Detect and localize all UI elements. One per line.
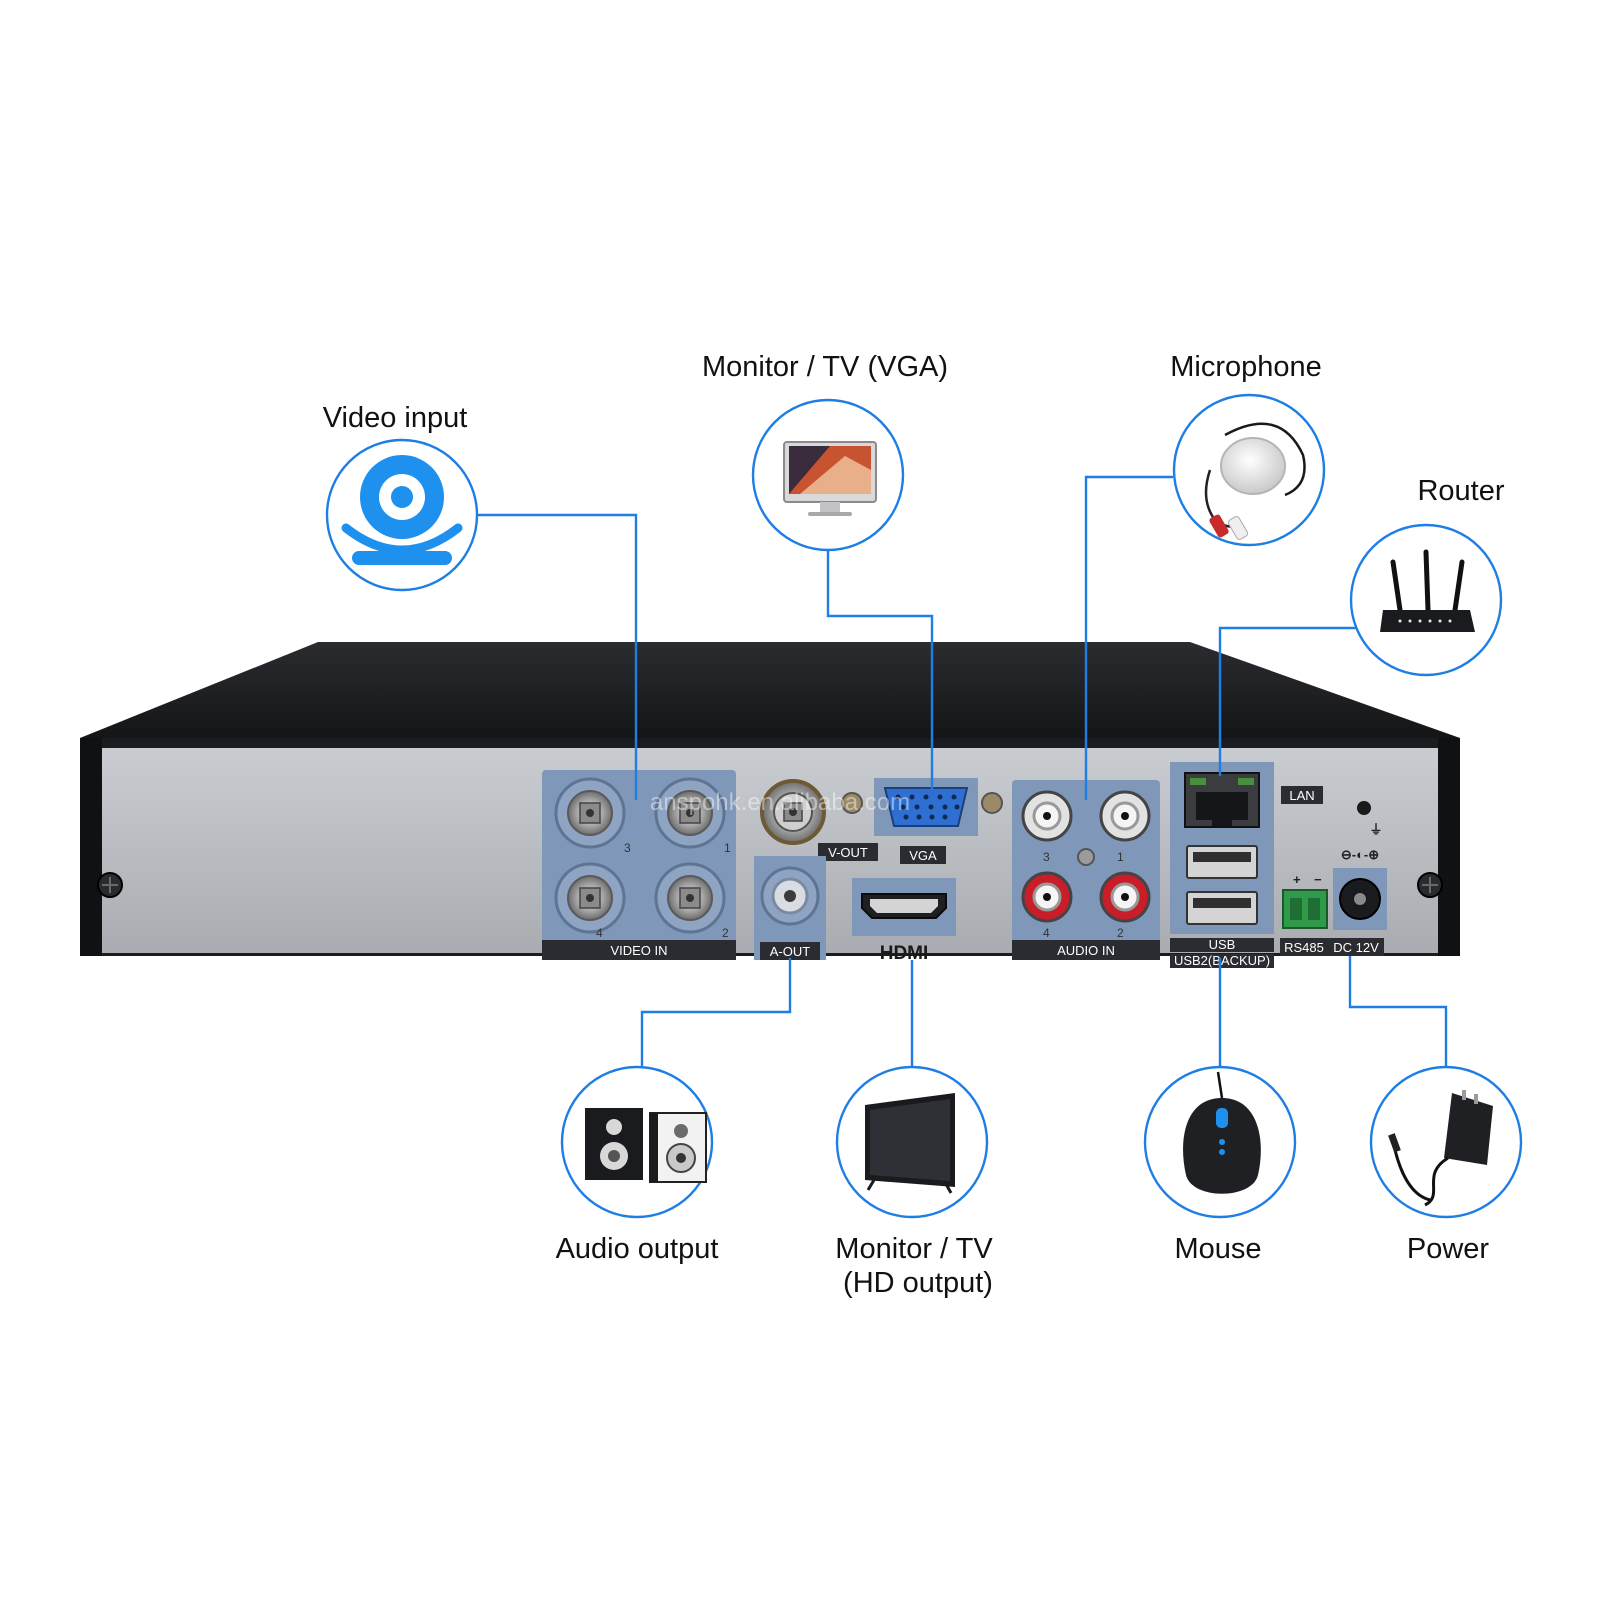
line-audio-output bbox=[640, 958, 792, 1066]
vga-label-bar bbox=[900, 846, 946, 864]
dc-label: DC 12V bbox=[1333, 940, 1379, 955]
monitor-hd-label-2: (HD output) bbox=[843, 1267, 993, 1299]
video-port-number: 4 bbox=[596, 926, 603, 940]
video-in-label-bar bbox=[542, 940, 736, 960]
audio-output-label: Audio output bbox=[556, 1233, 719, 1265]
rs485-plus-label: + bbox=[1293, 872, 1301, 887]
dc-power-port: ⊖-◐-⊕ DC 12V bbox=[1328, 847, 1387, 956]
watermark: anspohk.en.alibaba.com bbox=[650, 789, 910, 816]
router-device: Router bbox=[1349, 475, 1505, 677]
monitor-hd-label-1: Monitor / TV bbox=[835, 1233, 993, 1265]
usb-port-bottom bbox=[1186, 891, 1258, 925]
video-input-label: Video input bbox=[323, 402, 468, 434]
monitor-vga-label: Monitor / TV (VGA) bbox=[702, 351, 948, 383]
v-out-label-bar bbox=[818, 843, 878, 861]
usb2-label-bar bbox=[1170, 954, 1274, 968]
usb2-label: USB2(BACKUP) bbox=[1174, 953, 1270, 968]
bnc-port-1 bbox=[654, 777, 726, 849]
bnc-port-3 bbox=[554, 777, 626, 849]
mouse-label: Mouse bbox=[1174, 1233, 1261, 1265]
lan-label-bar bbox=[1281, 786, 1323, 804]
power-label: Power bbox=[1407, 1233, 1490, 1265]
connector-lines bbox=[478, 475, 1448, 1068]
usb1-label-bar bbox=[1170, 938, 1274, 952]
v-out-port: V-OUT bbox=[760, 779, 878, 861]
audio-in-ports: AUDIO IN 3 1 4 2 bbox=[1012, 780, 1160, 960]
vga-label: VGA bbox=[909, 848, 937, 863]
audio-in-label: AUDIO IN bbox=[1057, 943, 1115, 958]
vga-screw-left-icon bbox=[841, 792, 863, 814]
ground-screw-icon bbox=[1357, 801, 1371, 815]
ground-terminal: ⏚ bbox=[1357, 801, 1383, 837]
desktop-monitor-icon bbox=[783, 441, 877, 516]
rca-port-1 bbox=[1099, 790, 1151, 842]
dc-label-bar bbox=[1328, 938, 1384, 956]
audio-in-label-bar bbox=[1012, 940, 1160, 960]
left-screw-slot-icon bbox=[102, 877, 118, 893]
monitor-hd-device: Monitor / TV (HD output) bbox=[835, 1065, 993, 1299]
usb1-label: USB bbox=[1209, 937, 1236, 952]
line-power bbox=[1348, 956, 1448, 1068]
power-device: Power bbox=[1369, 1065, 1523, 1265]
audio-port-number: 3 bbox=[1043, 850, 1050, 864]
left-ear bbox=[80, 738, 102, 956]
video-port-number: 2 bbox=[722, 926, 729, 940]
microphone-label: Microphone bbox=[1170, 351, 1322, 383]
vga-port: VGA bbox=[841, 778, 1003, 864]
lan-label: LAN bbox=[1289, 788, 1314, 803]
rs485-label: RS485 bbox=[1284, 940, 1324, 955]
speakers-icon bbox=[585, 1108, 707, 1183]
mouse-icon bbox=[1183, 1071, 1261, 1194]
lan-port bbox=[1184, 772, 1260, 828]
rca-port-2 bbox=[1099, 871, 1151, 923]
camera-icon bbox=[341, 455, 463, 565]
tv-icon bbox=[865, 1093, 955, 1194]
video-in-ports: VIDEO IN 3 1 4 2 bbox=[542, 770, 736, 960]
v-out-label: V-OUT bbox=[828, 845, 868, 860]
usb-port-top bbox=[1186, 845, 1258, 879]
rca-port-3 bbox=[1021, 790, 1073, 842]
audio-port-number: 2 bbox=[1117, 926, 1124, 940]
router-icon bbox=[1380, 549, 1475, 632]
line-microphone bbox=[1084, 475, 1173, 800]
chassis-top bbox=[80, 642, 1460, 738]
bnc-port-4 bbox=[554, 862, 626, 934]
line-video-input bbox=[478, 513, 638, 800]
rs485-minus-label: − bbox=[1314, 872, 1322, 887]
bnc-port-2 bbox=[654, 862, 726, 934]
mouse-device: Mouse bbox=[1143, 1065, 1297, 1265]
line-monitor-vga bbox=[826, 550, 934, 790]
video-port-number: 3 bbox=[624, 841, 631, 855]
video-in-label: VIDEO IN bbox=[610, 943, 667, 958]
hdmi-port: HDMI bbox=[852, 878, 956, 964]
rca-port-4 bbox=[1021, 871, 1073, 923]
polarity-symbol-icon: ⊖-◐-⊕ bbox=[1341, 847, 1379, 862]
microphone-icon bbox=[1204, 422, 1306, 540]
audio-port-number: 1 bbox=[1117, 850, 1124, 864]
vga-screw-right-icon bbox=[981, 792, 1003, 814]
a-out-label: A-OUT bbox=[770, 944, 811, 959]
monitor-vga-device: Monitor / TV (VGA) bbox=[702, 351, 948, 552]
rs485-label-bar bbox=[1280, 938, 1328, 956]
right-screw-slot-icon bbox=[1422, 877, 1438, 893]
microphone-device: Microphone bbox=[1170, 351, 1326, 547]
line-router bbox=[1218, 626, 1360, 776]
router-label: Router bbox=[1417, 475, 1504, 507]
hdmi-logo-text: HDMI bbox=[880, 943, 929, 964]
video-port-number: 1 bbox=[724, 841, 731, 855]
lan-usb-ports: LAN USB USB2(BACKUP) bbox=[1170, 762, 1323, 968]
video-input-device: Video input bbox=[323, 402, 479, 592]
audio-port-number: 4 bbox=[1043, 926, 1050, 940]
right-ear bbox=[1438, 738, 1460, 956]
ground-icon: ⏚ bbox=[1369, 822, 1382, 837]
a-out-port: A-OUT bbox=[754, 856, 826, 960]
audio-output-device: Audio output bbox=[556, 1065, 719, 1265]
audio-screw-icon bbox=[1077, 848, 1095, 866]
power-adapter-icon bbox=[1388, 1090, 1493, 1207]
a-out-label-bar bbox=[760, 942, 820, 960]
rs485-port: + − RS485 bbox=[1280, 872, 1328, 956]
